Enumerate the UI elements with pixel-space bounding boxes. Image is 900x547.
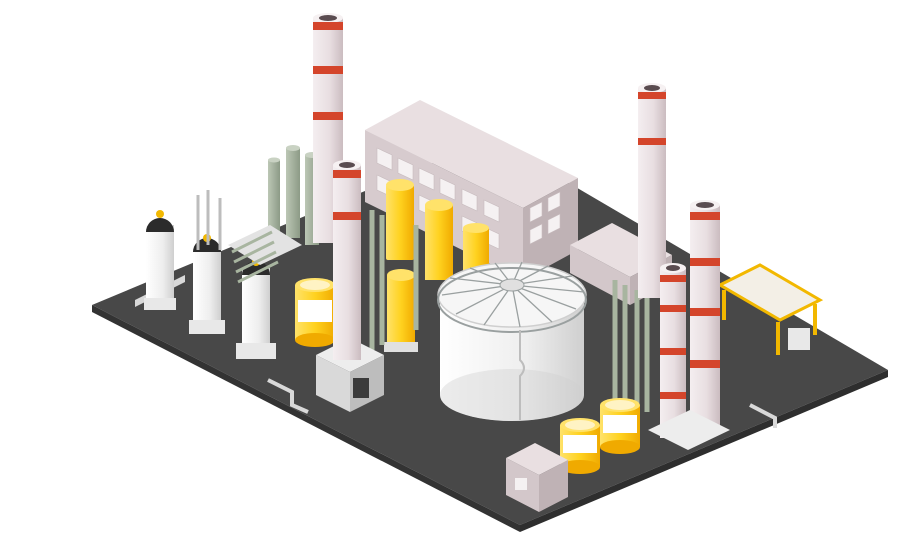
- tank-pipes: [196, 190, 222, 250]
- large-storage-tank: [437, 261, 587, 421]
- yellow-tank-4: [384, 269, 418, 352]
- chimney-tall-left: [313, 13, 343, 243]
- yellow-drum-front-1: [560, 418, 600, 474]
- green-pipes-center: [369, 210, 419, 350]
- chimney-front-mid: [648, 263, 730, 450]
- chimney-center: [316, 160, 384, 412]
- green-pipes-right: [612, 280, 650, 412]
- chimney-front-right: [690, 200, 720, 425]
- chimney-tall-right: [638, 83, 666, 298]
- pressure-tank-2: [189, 234, 225, 334]
- utility-box: [506, 443, 568, 512]
- yellow-tank-1: [386, 179, 414, 260]
- yellow-drum-front-2: [600, 398, 640, 454]
- yellow-tank-cluster: [369, 179, 489, 352]
- yellow-tank-2: [425, 199, 453, 280]
- loading-canopy: [716, 263, 824, 355]
- heat-exchanger-rack: [228, 225, 302, 284]
- ground-pipe-fitting: [267, 378, 777, 428]
- pressure-tank-1: [135, 210, 185, 310]
- yellow-drum-left: [295, 278, 335, 347]
